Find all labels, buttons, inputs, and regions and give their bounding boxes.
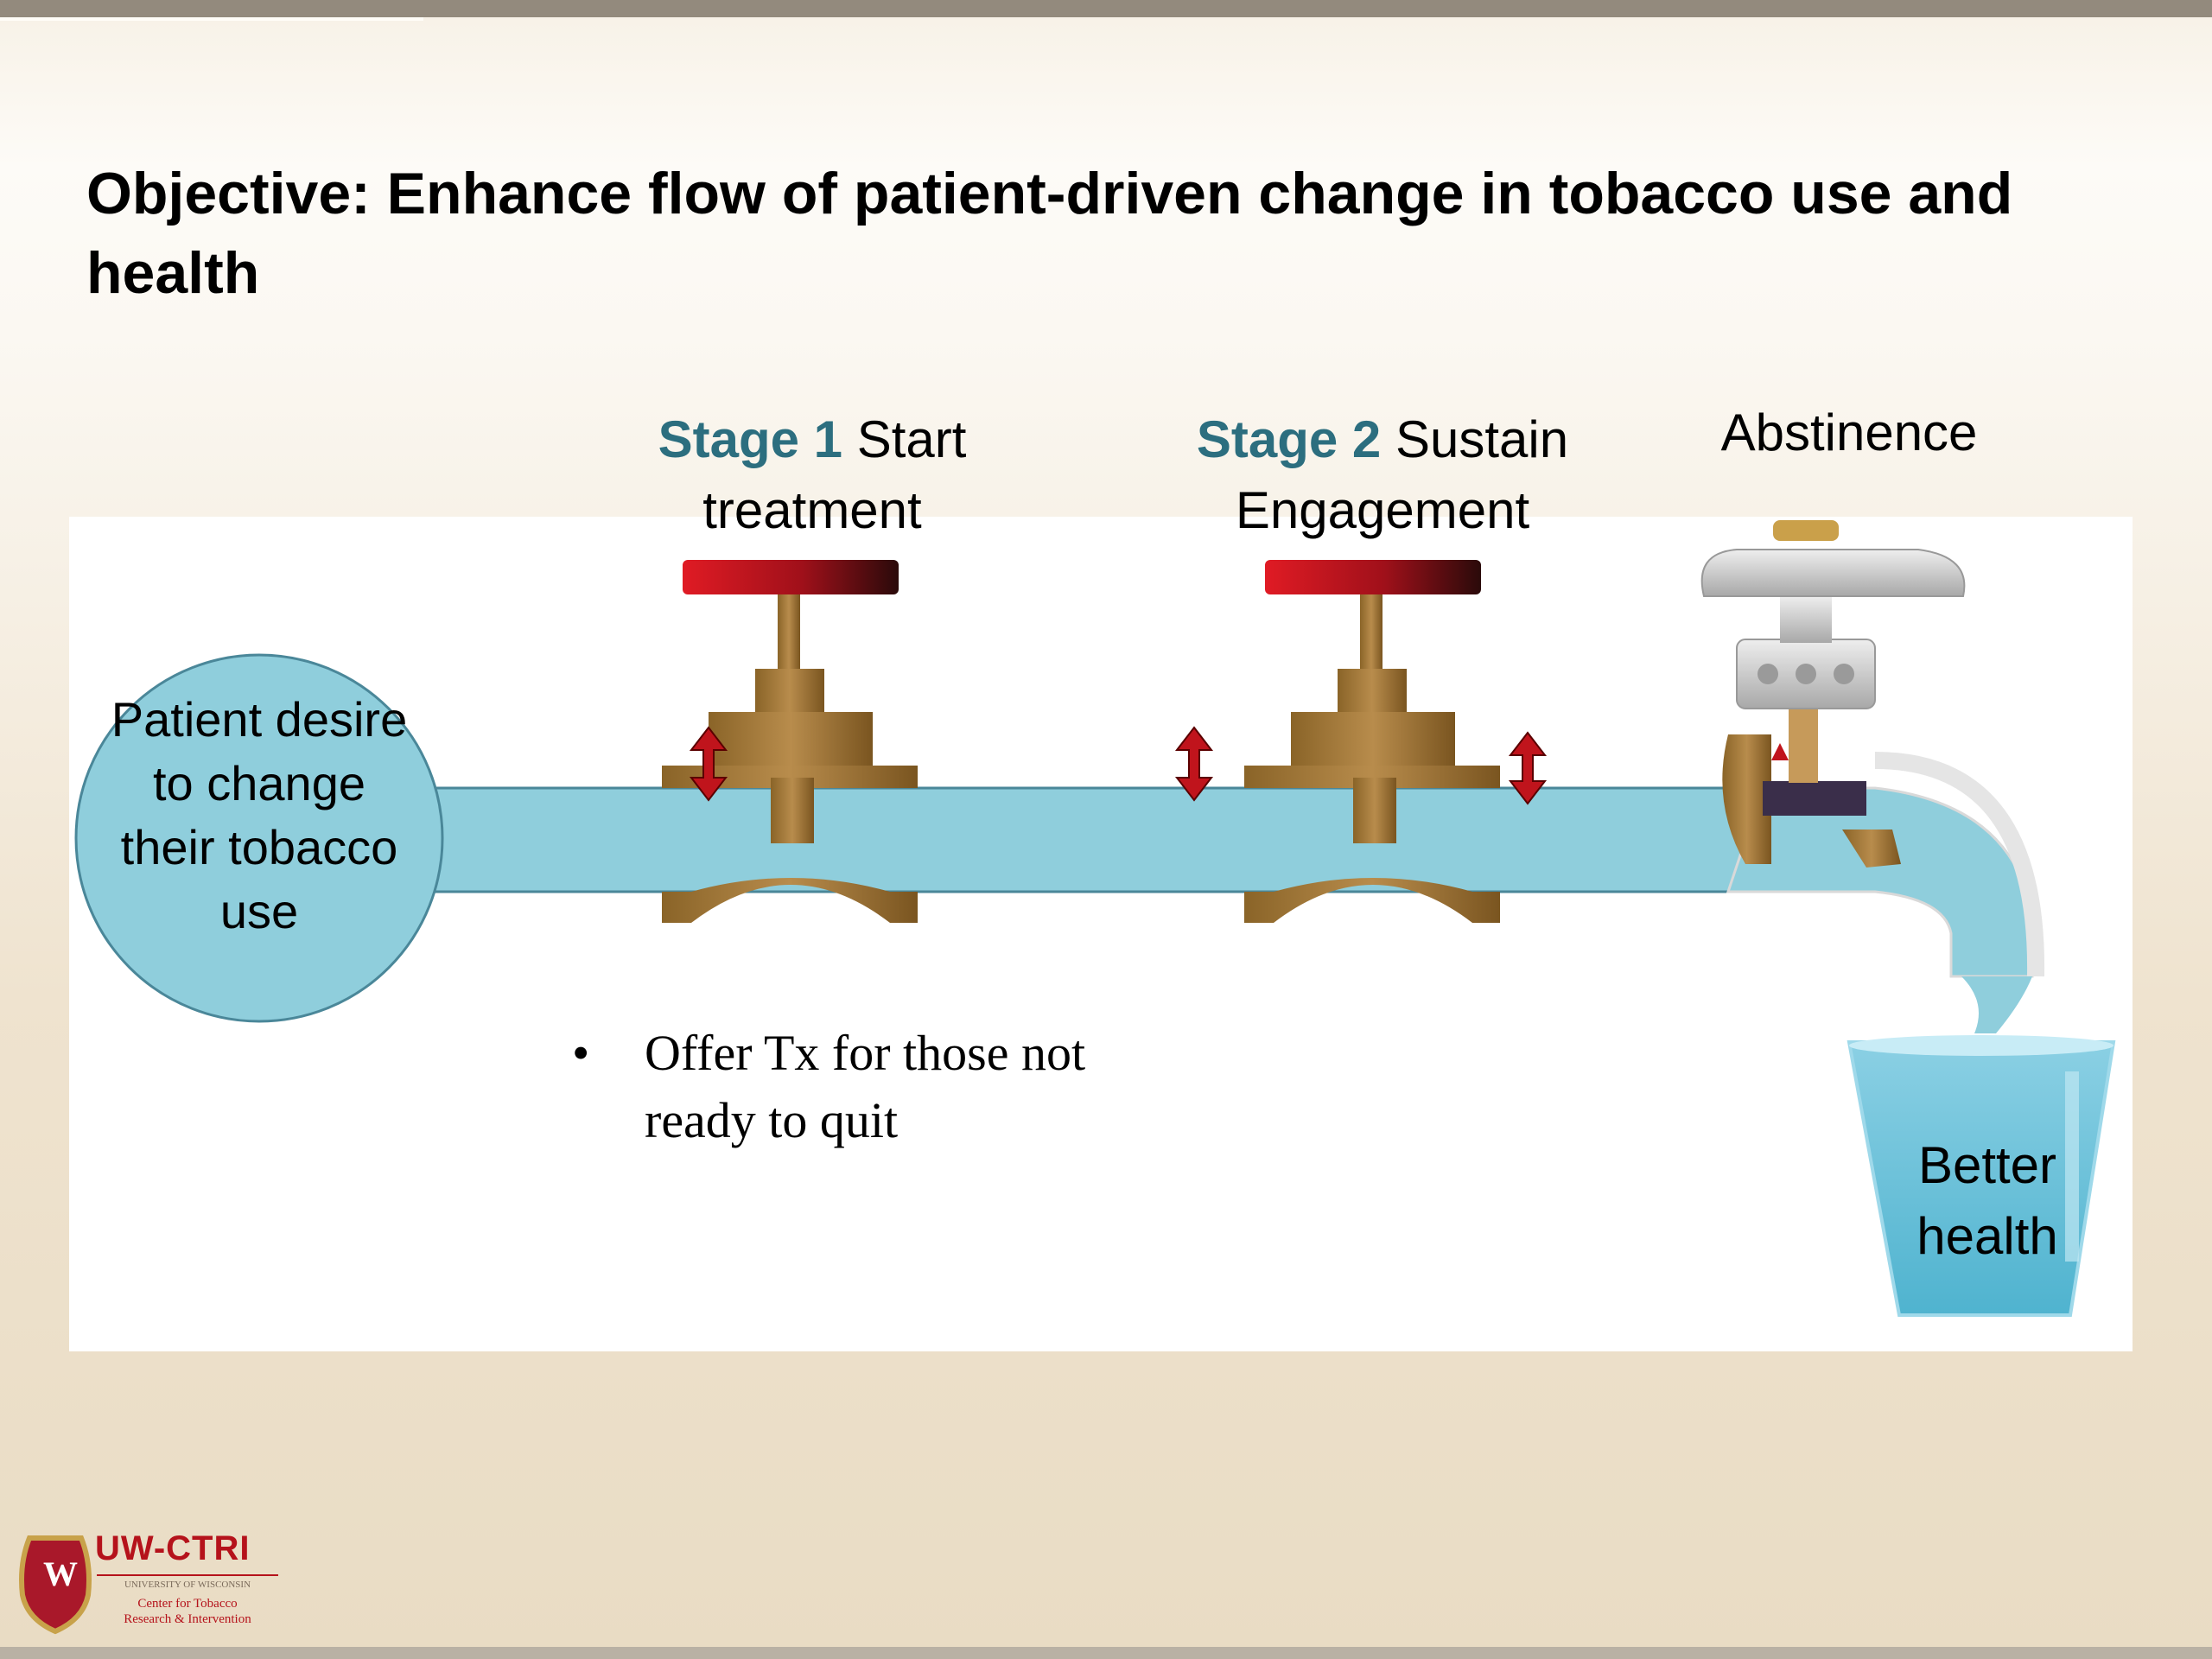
stage-2-number: Stage 2 [1196, 410, 1382, 468]
bullet-text: Offer Tx for those not ready to quit [645, 1025, 1086, 1148]
stage-1-label: Stage 1 Start treatment [605, 404, 1020, 546]
top-bar-highlight [0, 17, 423, 21]
water-cup [1847, 1035, 2116, 1317]
uw-ctri-logo: W UW-CTRI UNIVERSITY OF WISCONSIN Center… [19, 1528, 278, 1631]
source-tank [74, 653, 444, 1023]
cup-label: Better health [1866, 1130, 2108, 1272]
adjust-arrow-icon [1174, 726, 1214, 802]
water-stream [1961, 976, 2032, 1033]
bullet-dot: • [572, 1025, 590, 1081]
logo-line2: Center for Tobacco [137, 1597, 238, 1611]
cup-label-line2: health [1916, 1207, 2058, 1265]
stage-2-label: Stage 2 Sustain Engagement [1149, 404, 1616, 546]
faucet [1700, 520, 2045, 978]
stage-1-name: Start [856, 410, 967, 468]
cup-label-line1: Better [1917, 1136, 2057, 1194]
stage-1-line2: treatment [702, 481, 922, 539]
pipe [380, 788, 1763, 892]
stage-1-number: Stage 1 [658, 410, 843, 468]
logo-line1: UNIVERSITY OF WISCONSIN [97, 1574, 278, 1590]
logo-crest-letter: W [43, 1554, 78, 1593]
bottom-bar [0, 1647, 2212, 1659]
stage-2-name: Sustain [1395, 410, 1569, 468]
abstinence-label: Abstinence [1720, 404, 1978, 461]
source-label: Patient desire to change their tobacco u… [111, 692, 408, 938]
adjust-arrow-icon [1508, 731, 1548, 805]
top-bar [0, 0, 2212, 17]
valve-stage-2 [1244, 560, 1500, 923]
stage-2-line2: Engagement [1235, 481, 1530, 539]
logo-name: UW-CTRI [95, 1529, 251, 1567]
slide-title: Objective: Enhance flow of patient-drive… [86, 161, 2013, 306]
adjust-arrow-icon [689, 726, 728, 802]
uw-crest-icon [19, 1535, 92, 1635]
logo-line3: Research & Intervention [124, 1612, 251, 1626]
